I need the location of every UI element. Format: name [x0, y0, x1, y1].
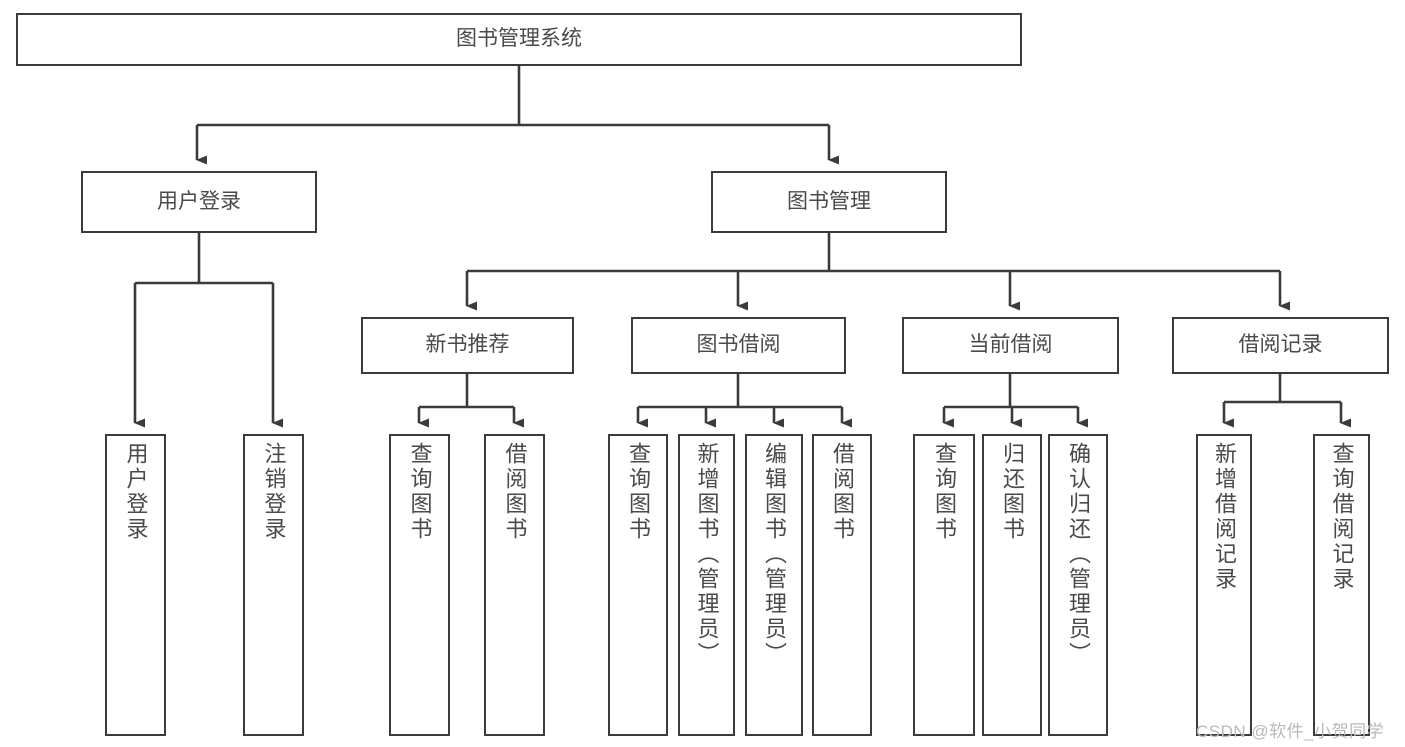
- node-borrow-record-label: 借阅记录: [1238, 333, 1323, 357]
- leaf-query-book-current-label: 查询图书: [932, 442, 957, 542]
- leaf-query-book-newbook-label: 查询图书: [407, 442, 433, 542]
- watermark: CSDN @软件_小贺同学: [1196, 722, 1385, 741]
- leaf-query-book-current[interactable]: 查询图书: [913, 434, 975, 736]
- leaf-add-borrow-record[interactable]: 新增借阅记录: [1196, 434, 1252, 736]
- node-root[interactable]: 图书管理系统: [16, 13, 1022, 66]
- leaf-user-logout[interactable]: 注销登录: [243, 434, 304, 736]
- leaf-query-book-newbook[interactable]: 查询图书: [389, 434, 450, 736]
- node-borrow-record[interactable]: 借阅记录: [1172, 317, 1389, 374]
- leaf-add-book-admin[interactable]: 新增图书（管理员）: [678, 434, 735, 736]
- leaf-confirm-return-admin-label: 确认归还（管理员）: [1066, 442, 1091, 667]
- node-new-book-recommend[interactable]: 新书推荐: [361, 317, 574, 374]
- node-user-login[interactable]: 用户登录: [81, 171, 317, 233]
- leaf-edit-book-admin-label: 编辑图书（管理员）: [762, 442, 787, 667]
- leaf-borrow-book-newbook[interactable]: 借阅图书: [484, 434, 545, 736]
- leaf-return-book[interactable]: 归还图书: [982, 434, 1042, 736]
- node-current-borrow[interactable]: 当前借阅: [902, 317, 1119, 374]
- node-user-login-label: 用户登录: [157, 189, 241, 213]
- leaf-user-login-label: 用户登录: [123, 442, 149, 542]
- node-current-borrow-label: 当前借阅: [968, 333, 1053, 357]
- leaf-lend-book[interactable]: 借阅图书: [812, 434, 872, 736]
- leaf-lend-book-label: 借阅图书: [830, 442, 855, 542]
- leaf-query-borrow-record-label: 查询借阅记录: [1329, 442, 1355, 592]
- leaf-user-login[interactable]: 用户登录: [105, 434, 166, 736]
- leaf-edit-book-admin[interactable]: 编辑图书（管理员）: [745, 434, 803, 736]
- node-root-label: 图书管理系统: [456, 27, 582, 51]
- node-book-management-label: 图书管理: [787, 189, 871, 213]
- leaf-user-logout-label: 注销登录: [261, 442, 287, 542]
- leaf-confirm-return-admin[interactable]: 确认归还（管理员）: [1048, 434, 1108, 736]
- leaf-add-book-admin-label: 新增图书（管理员）: [694, 442, 720, 667]
- leaf-query-book-borrow-label: 查询图书: [626, 442, 651, 542]
- leaf-query-book-borrow[interactable]: 查询图书: [608, 434, 668, 736]
- leaf-query-borrow-record[interactable]: 查询借阅记录: [1313, 434, 1370, 736]
- node-book-borrow[interactable]: 图书借阅: [631, 317, 846, 374]
- leaf-add-borrow-record-label: 新增借阅记录: [1212, 442, 1237, 592]
- node-book-management[interactable]: 图书管理: [711, 171, 947, 233]
- node-new-book-recommend-label: 新书推荐: [425, 333, 510, 357]
- node-book-borrow-label: 图书借阅: [696, 333, 781, 357]
- leaf-borrow-book-newbook-label: 借阅图书: [502, 442, 528, 542]
- leaf-return-book-label: 归还图书: [1000, 442, 1025, 542]
